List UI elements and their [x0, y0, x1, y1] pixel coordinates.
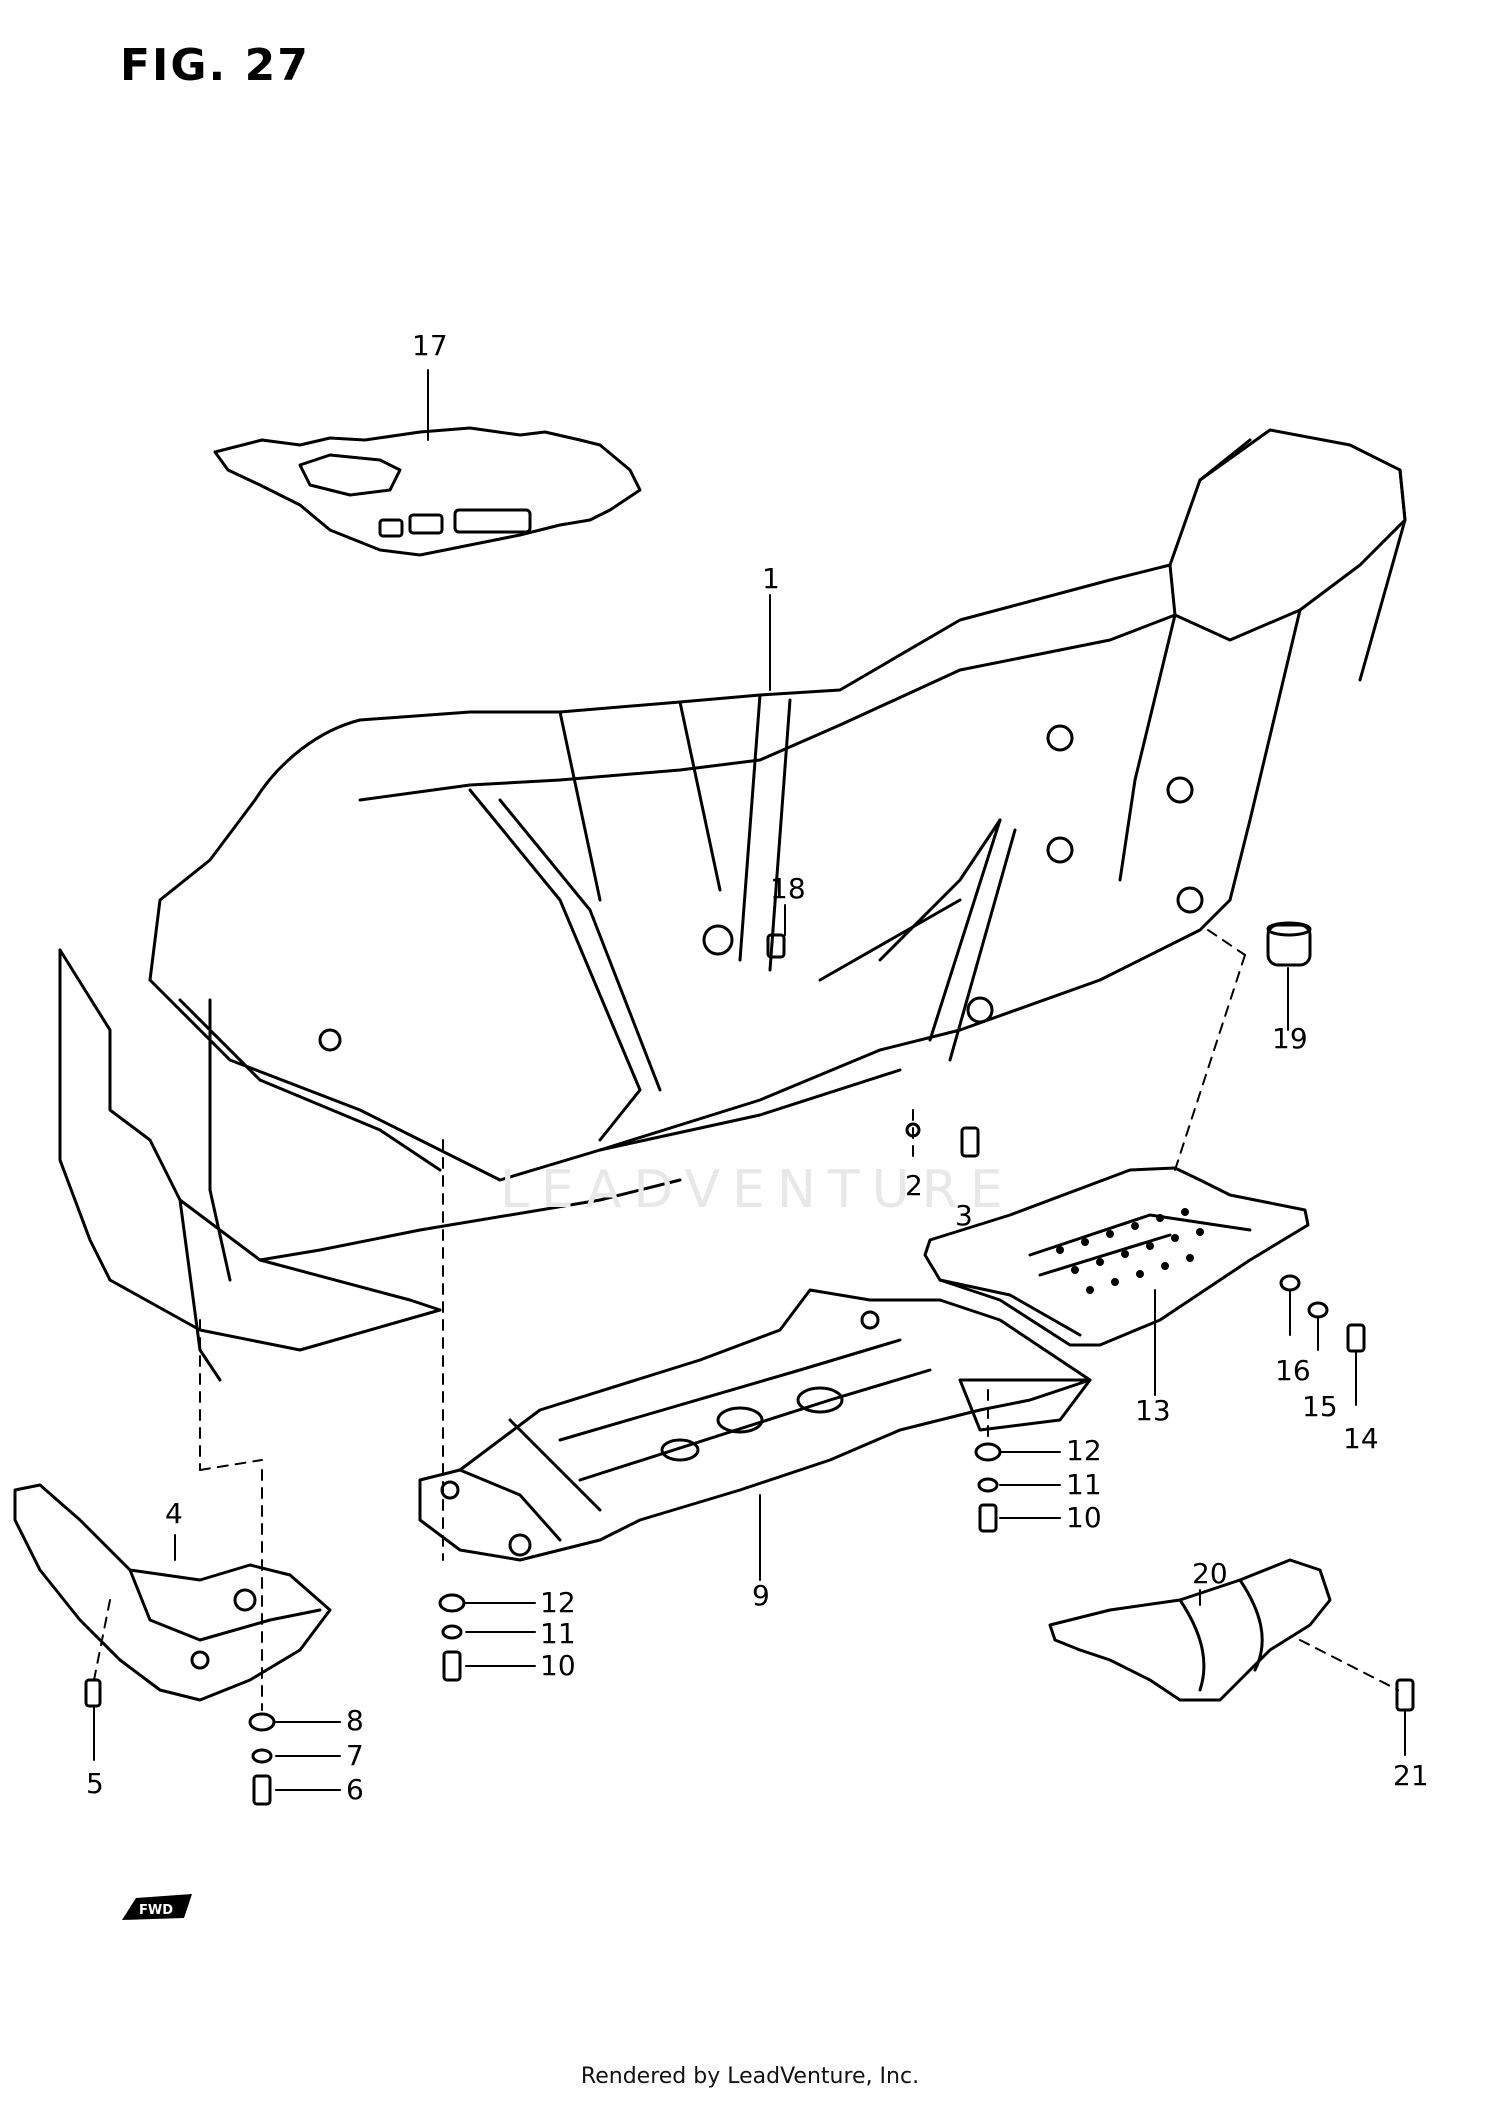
callout-12-upper: 12: [1066, 1434, 1102, 1467]
callout-4: 4: [165, 1497, 183, 1530]
hardware-12-11-10-upper: [974, 1442, 1002, 1533]
callout-11-upper: 11: [1066, 1468, 1102, 1501]
hardware-8-7-6: [248, 1712, 276, 1806]
callout-21: 21: [1393, 1759, 1429, 1792]
footer-credit: Rendered by LeadVenture, Inc.: [580, 2064, 920, 2089]
callout-10-upper: 10: [1066, 1501, 1102, 1534]
callout-9: 9: [752, 1579, 770, 1612]
callout-5: 5: [86, 1767, 104, 1800]
part-13-holes: [1056, 1208, 1204, 1294]
callout-1: 1: [762, 562, 780, 595]
hardware-12-11-10-lower: [438, 1593, 466, 1682]
callout-18: 18: [770, 872, 806, 905]
hardware-18: [766, 933, 786, 959]
hardware-2-3: [905, 1122, 980, 1158]
part-1-frame: [58, 428, 1407, 1382]
callout-6: 6: [346, 1773, 364, 1806]
callout-20: 20: [1192, 1557, 1228, 1590]
hardware-5: [84, 1678, 102, 1708]
callout-2: 2: [905, 1169, 923, 1202]
hardware-16-15-14: [1279, 1274, 1366, 1353]
part-4-skid-plate: [13, 1483, 332, 1702]
hardware-21: [1395, 1678, 1415, 1712]
fwd-arrow-icon: FWD: [122, 1894, 192, 1920]
callout-17: 17: [412, 329, 448, 362]
callout-3: 3: [955, 1199, 973, 1232]
callout-16: 16: [1275, 1354, 1311, 1387]
fwd-label: FWD: [139, 1903, 173, 1918]
dashed-guide-lines: [93, 929, 1399, 1711]
part-20-guard: [1048, 1558, 1332, 1702]
callout-11-lower: 11: [540, 1617, 576, 1650]
callout-13: 13: [1135, 1394, 1171, 1427]
callout-14: 14: [1343, 1422, 1379, 1455]
callout-10-lower: 10: [540, 1649, 576, 1682]
callout-8: 8: [346, 1704, 364, 1737]
callout-15: 15: [1302, 1390, 1338, 1423]
part-17-cover: [213, 426, 642, 557]
part-19-bushing: [1266, 921, 1312, 967]
callout-7: 7: [346, 1739, 364, 1772]
part-9-skid-plate: [418, 1288, 1092, 1562]
figure-title: FIG. 27: [120, 40, 310, 91]
callout-19: 19: [1272, 1022, 1308, 1055]
watermark: LEADVENTURE: [500, 1160, 1015, 1220]
leader-lines: [93, 369, 1406, 1791]
part-13-skid-plate: [923, 1166, 1310, 1347]
callout-12-lower: 12: [540, 1586, 576, 1619]
